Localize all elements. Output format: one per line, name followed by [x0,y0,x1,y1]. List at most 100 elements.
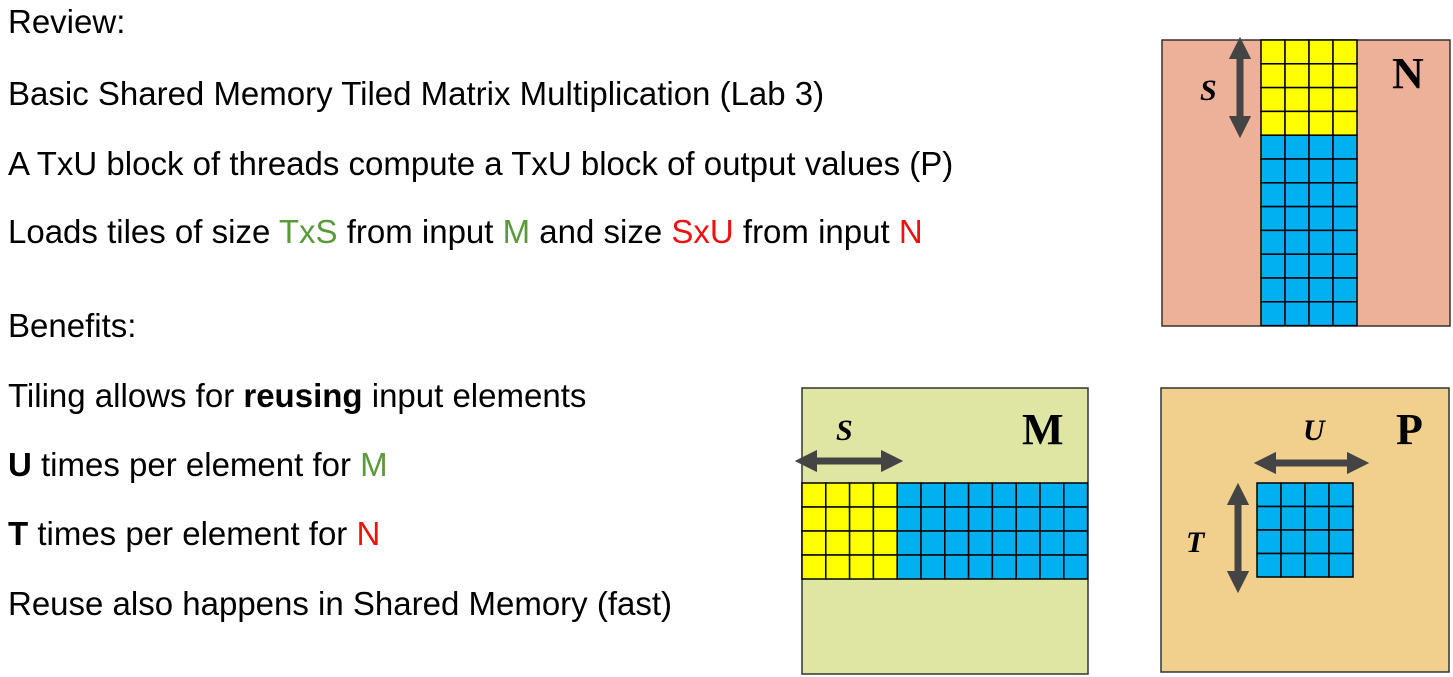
matrix-n-tile-cell [1332,205,1358,232]
matrix-n-tile-cell [1308,253,1334,279]
matrix-n-tile-cell [1260,86,1286,113]
matrix-p-tile-cell [1304,552,1330,578]
matrix-m-tile-cell [1015,482,1041,508]
matrix-n-tile-cell [1284,182,1310,208]
t-reuse-text: times per element for [28,515,357,552]
tiling-reusing-bold: reusing [243,377,363,414]
matrix-p-tile-cell [1256,529,1282,555]
matrix-m-tile-cell [1063,530,1089,556]
matrix-p-label: P [1396,405,1423,454]
matrix-p-tile-cell [1328,505,1354,531]
matrix-n-tile-cell [1308,86,1334,113]
matrix-n-tile-cell [1260,277,1286,303]
matrix-n-label: N [1392,49,1424,98]
matrix-m-tile-cell [825,554,851,580]
matrix-m-tile-cell [1039,530,1065,556]
matrix-n-tile-cell [1308,277,1334,303]
u-reuse-m: M [360,446,388,483]
matrix-p-tile-cell [1328,482,1354,508]
matrix-m-tile-cell [801,554,827,580]
matrix-n-tile-cell [1332,301,1358,327]
matrix-p-tile-cell [1304,482,1330,508]
matrix-m-tile-cell [967,530,994,556]
matrix-n-tile-cell [1260,205,1286,232]
tiling-reuse-description: Tiling allows for reusing input elements [8,376,586,416]
matrix-m-s-label: S [836,414,853,447]
matrix-m-tile-cell [848,482,875,508]
matrix-m-tile-cell [896,554,922,580]
matrix-p-tile-cell [1328,552,1354,578]
matrix-m-tile-cell [920,530,946,556]
matrix-m-tile-cell [1015,554,1041,580]
matrix-n-tile-cell [1284,63,1310,89]
matrix-n-tile-cell [1332,134,1358,160]
matrix-m-tile-cell [825,506,851,532]
matrix-n-tile-cell [1284,277,1310,303]
tile-load-text-4: from input [733,213,899,250]
matrix-n-tile-cell [1308,158,1334,184]
matrix-p-u-label: U [1303,414,1326,447]
matrix-n-tile-cell [1332,158,1358,184]
matrix-p-tile-cell [1328,529,1354,555]
matrix-m-tile-cell [1015,530,1041,556]
matrix-m-tile-cell [872,482,898,508]
matrix-m-tile-cell [1039,506,1065,532]
matrix-n-tile-cell [1260,63,1286,89]
matrix-n-tile-cell [1308,229,1334,255]
matrix-m-tile-cell [825,482,851,508]
matrix-n-tile-cell [1284,253,1310,279]
matrix-m: S M [794,387,1089,675]
matrix-m-tile-cell [848,506,875,532]
matrix-m-tile-cell [944,482,970,508]
matrix-n-tile-cell [1332,86,1358,113]
matrix-p-tile-cell [1280,552,1306,578]
matrix-n-tile-cell [1332,253,1358,279]
matrix-m-tile-cell [920,554,946,580]
matrix-n-tile-cell [1260,253,1286,279]
matrix-m-tiles [801,482,1089,580]
t-reuse-description: T times per element for N [8,514,380,554]
matrix-n-s-label: S [1200,74,1217,107]
matrix-m-tile-cell [848,554,875,580]
matrix-m-tile-cell [944,530,970,556]
matrix-m-tile-cell [944,554,970,580]
u-reuse-description: U times per element for M [8,445,388,485]
u-bold: U [8,446,32,483]
matrix-n-tile-cell [1308,39,1334,65]
matrix-p-tile-cell [1280,482,1306,508]
matrix-n-tile-cell [1260,134,1286,160]
matrix-m-tile-cell [848,530,875,556]
matrix-m-tile-cell [1063,506,1089,532]
thread-block-description: A TxU block of threads compute a TxU blo… [8,145,954,182]
matrix-n-tile-cell [1332,110,1358,136]
matrix-m-tile-cell [967,506,994,532]
matrix-n-tile-cell [1332,182,1358,208]
matrix-m-tile-cell [1063,554,1089,580]
input-m-label: M [502,213,531,250]
matrix-m-tile-cell [896,482,922,508]
tile-load-description: Loads tiles of size TxS from input M and… [8,212,923,252]
input-n-label: N [898,213,923,250]
shared-memory-reuse: Reuse also happens in Shared Memory (fas… [8,585,672,622]
tile-size-txs: TxS [278,213,338,250]
matrix-m-tile-cell [920,506,946,532]
matrix-p: U T P [1160,387,1450,673]
matrix-n: S N [1161,36,1451,327]
tile-size-sxu: SxU [671,213,734,250]
matrix-m-tile-cell [1063,482,1089,508]
u-reuse-text: times per element for [31,446,361,483]
matrix-n-tile-cell [1308,205,1334,232]
tile-load-text-3: and size [530,213,672,250]
matrix-m-tile-cell [872,530,898,556]
matrix-p-t-label: T [1186,526,1206,559]
matrix-n-tile-cell [1332,39,1358,65]
matrix-m-tile-cell [1039,554,1065,580]
tiling-text-1: Tiling allows for [8,377,244,414]
matrix-p-tile-cell [1280,505,1306,531]
matrix-m-tile-cell [967,554,994,580]
matrix-n-tile-cell [1284,205,1310,232]
matrix-n-tile-cell [1332,63,1358,89]
matrix-m-tile-cell [991,554,1017,580]
matrix-n-tile-cell [1308,301,1334,327]
matrix-m-tile-cell [801,530,827,556]
